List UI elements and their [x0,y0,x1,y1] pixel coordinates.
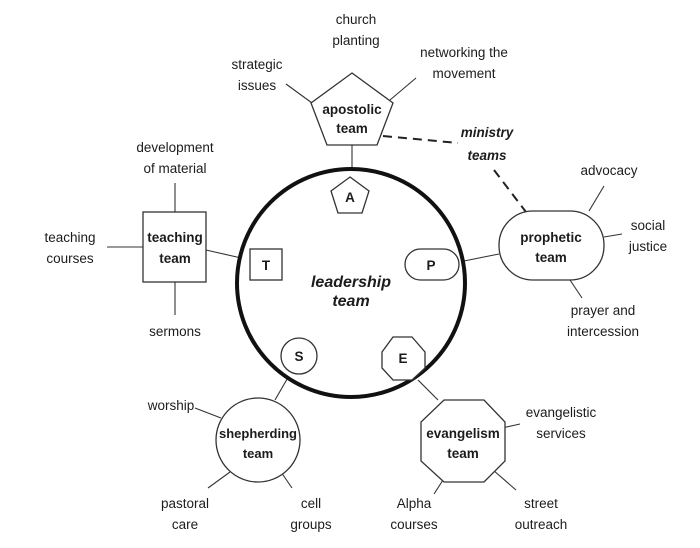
strategic-issues-line2: issues [238,78,277,93]
prophetic-team-shape [498,210,605,281]
badge-s: S [280,337,318,375]
teaching-courses-line2: courses [46,251,94,266]
social-justice-line1: social [631,218,666,233]
networking-line2: movement [432,66,495,81]
badge-a: A [330,176,370,214]
alpha-courses-line1: Alpha [397,496,432,511]
prayer-line1: prayer and [571,303,636,318]
evangelism-team-line1: evangelism [426,426,500,441]
ministry-teams-line2: teams [467,148,507,163]
apostolic-team-line2: team [336,121,368,136]
cell-groups-line2: groups [290,517,332,532]
badge-t-label: T [262,258,271,273]
connector-lines [107,76,623,495]
badge-t: T [249,248,283,281]
evangelistic-services-line1: evangelistic [526,405,597,420]
shepherding-team-circle [215,397,301,483]
street-outreach-line1: street [524,496,558,511]
evangelism-team: evangelism team [420,399,506,483]
apostolic-team: apostolic team [310,72,394,146]
street-outreach-line2: outreach [515,517,568,532]
prophetic-team: prophetic team [498,210,605,281]
teaching-team-square [142,211,207,283]
advocacy-label: advocacy [580,163,637,178]
badge-e: E [381,336,426,381]
teaching-team-line1: teaching [147,230,203,245]
leadership-label-line1: leadership [311,274,391,291]
badge-e-label: E [398,351,407,366]
evangelistic-services-line2: services [536,426,586,441]
church-planting-line2: planting [332,33,379,48]
shepherding-team-line2: team [243,446,273,461]
sermons-label: sermons [149,324,201,339]
shepherding-team: shepherding team [215,397,301,483]
worship-label: worship [147,398,195,413]
prayer-line2: intercession [567,324,639,339]
prophetic-team-line2: team [535,250,567,265]
evangelism-team-octagon [420,399,506,483]
apostolic-team-line1: apostolic [322,102,382,117]
pastoral-care-line1: pastoral [161,496,209,511]
prophetic-team-line1: prophetic [520,230,582,245]
alpha-courses-line2: courses [390,517,438,532]
teaching-courses-line1: teaching [44,230,95,245]
pastoral-care-line2: care [172,517,198,532]
development-line1: development [136,140,214,155]
apostolic-team-pentagon [310,72,394,146]
social-justice-line2: justice [628,239,667,254]
teaching-team-line2: team [159,251,191,266]
strategic-issues-line1: strategic [231,57,282,72]
church-planting-line1: church [336,12,377,27]
shepherding-team-line1: shepherding [219,426,297,441]
badge-s-label: S [294,349,303,364]
leadership-label-line2: team [332,293,369,310]
badge-p-label: P [426,258,435,273]
development-line2: of material [143,161,206,176]
teaching-team: teaching team [142,211,207,283]
networking-line1: networking the [420,45,508,60]
evangelism-team-line2: team [447,446,479,461]
ministry-teams-line1: ministry [461,125,515,140]
badge-p: P [404,248,460,281]
badge-a-label: A [345,190,355,205]
cell-groups-line1: cell [301,496,321,511]
